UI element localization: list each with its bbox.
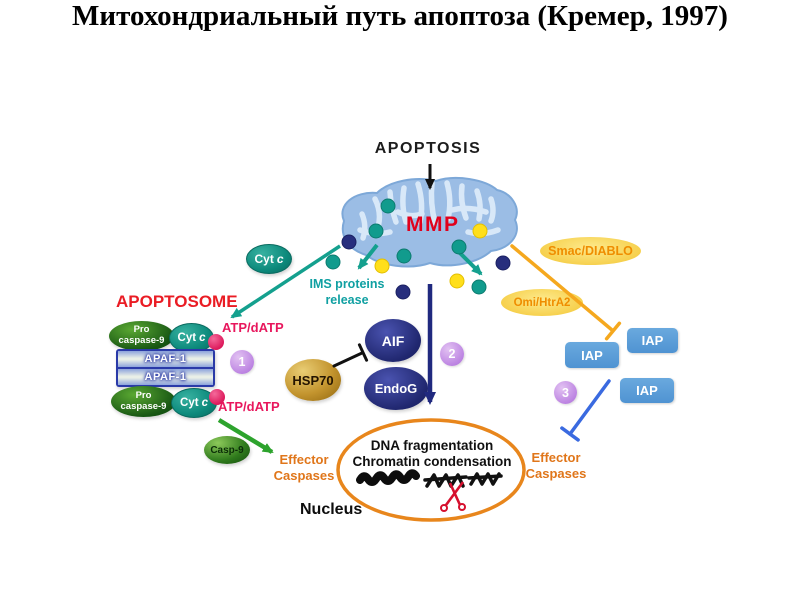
- apoptosome-heading: APOPTOSOME: [116, 292, 238, 311]
- atp-datp-label-top: ATP/dATP: [222, 320, 284, 335]
- ims-line2: release: [325, 293, 369, 308]
- omi-htra2-oval: Omi/HtrA2: [501, 289, 583, 316]
- casp9-oval: Casp-9: [204, 436, 250, 464]
- apaf1-bar-bottom: APAF-1: [118, 369, 213, 385]
- apaf1-bar-top: APAF-1: [118, 351, 213, 367]
- atp-datp-label-bottom: ATP/dATP: [218, 399, 280, 414]
- nucleus-label: Nucleus: [300, 501, 363, 518]
- dna-zigzag-icon: [423, 472, 503, 488]
- iap-box-1: IAP: [627, 328, 678, 353]
- chromatin-icon: [356, 469, 420, 486]
- ims-release-arrow: [357, 243, 379, 270]
- effector-line2: Caspases: [273, 467, 335, 483]
- nucleus-shape: [336, 418, 526, 522]
- cyt-c-label: Cyt: [254, 252, 274, 266]
- mmp-label: MMP: [406, 213, 460, 236]
- ims-line1: IMS proteins: [309, 277, 385, 291]
- effector-line1: Effector: [531, 450, 581, 465]
- aif-oval: AIF: [365, 319, 421, 362]
- ims-proteins-release-label: IMS proteins release: [293, 276, 401, 309]
- step-1-badge: 1: [230, 350, 254, 374]
- effector-line2: Caspases: [525, 465, 587, 481]
- scissors-icon: [440, 481, 466, 512]
- effector-caspases-right: Effector Caspases: [518, 450, 594, 482]
- cyt-c-letter: c: [201, 397, 208, 409]
- step-3-badge: 3: [554, 381, 577, 404]
- apaf1-stack: APAF-1 APAF-1: [116, 349, 215, 387]
- apoptosis-label: APOPTOSIS: [374, 140, 482, 157]
- pro-caspase9-line2: caspase-9: [118, 335, 165, 346]
- slide-title: Митохондриальный путь апоптоза (Кремер, …: [72, 0, 728, 32]
- endog-oval: EndoG: [364, 367, 428, 410]
- right-release-arrow: [454, 247, 483, 276]
- pro-caspase9-line1: Pro: [133, 324, 150, 336]
- effector-caspases-left: Effector Caspases: [266, 452, 342, 484]
- cyt-c-label: Cyt: [180, 397, 199, 409]
- pro-caspase9-oval-bottom: Pro caspase-9: [111, 386, 176, 417]
- cyt-c-letter: c: [276, 252, 284, 266]
- dna-fragmentation-label: DNA fragmentation: [370, 438, 494, 453]
- cyt-c-label: Cyt: [177, 332, 197, 344]
- atp-dot-bottom: [209, 389, 225, 405]
- iap-box-3: IAP: [620, 378, 674, 403]
- hsp70-oval: HSP70: [285, 359, 341, 401]
- cyt-c-letter: c: [199, 332, 206, 344]
- hsp70-inhibit-line: [332, 343, 369, 368]
- smac-diablo-oval: Smac/DIABLO: [540, 237, 641, 265]
- iap-box-2: IAP: [565, 342, 619, 368]
- pro-caspase9-oval-top: Pro caspase-9: [109, 321, 174, 351]
- pro-caspase9-line2: caspase-9: [120, 400, 167, 412]
- chromatin-condensation-label: Chromatin condensation: [352, 454, 512, 469]
- atp-dot-top: [208, 334, 224, 350]
- step-2-badge: 2: [440, 342, 464, 366]
- effector-line1: Effector: [279, 452, 329, 467]
- pro-caspase9-line1: Pro: [135, 389, 152, 401]
